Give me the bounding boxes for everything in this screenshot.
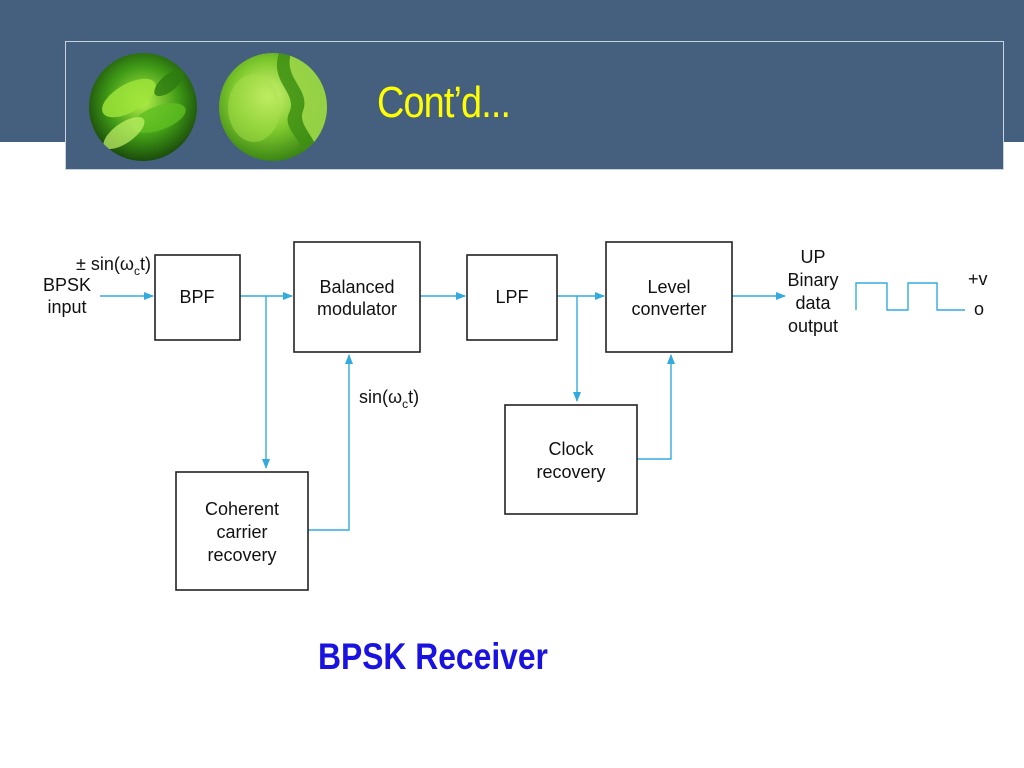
carrier-label-line2: carrier [216, 522, 267, 542]
output-label-line2: Binary [787, 270, 838, 290]
leaf-photo-right [219, 53, 327, 161]
level-low-label: o [974, 299, 984, 319]
level-high-label: +v [968, 269, 988, 289]
lpf-block [466, 254, 558, 341]
carrier-to-modulator-arrow [308, 354, 353, 531]
clock-label-line2: recovery [536, 462, 605, 482]
output-label-line1: UP [800, 247, 825, 267]
clock-to-level-arrow [637, 354, 675, 460]
input-signal-label: ± sin(ωct) [76, 254, 151, 278]
carrier-label-line3: recovery [207, 545, 276, 565]
output-waveform [855, 282, 965, 311]
bpf-block [154, 254, 241, 341]
balanced-modulator-block [293, 241, 421, 353]
clock-recovery-block [504, 404, 638, 515]
output-label-line4: output [788, 316, 838, 336]
bpf-label: BPF [179, 287, 214, 307]
level-converter-block [605, 241, 733, 353]
input-label-line2: input [47, 297, 86, 317]
slide-title: Cont’d... [377, 78, 511, 127]
carrier-signal-label: sin(ωct) [359, 387, 419, 411]
lpf-label: LPF [495, 287, 528, 307]
clock-label-line1: Clock [548, 439, 594, 459]
modulator-label-line2: modulator [317, 299, 397, 319]
diagram-caption: BPSK Receiver [318, 636, 548, 677]
modulator-label-line1: Balanced [319, 277, 394, 297]
output-label-line3: data [795, 293, 831, 313]
carrier-recovery-block [175, 471, 309, 591]
leaf-photo-left [89, 53, 197, 161]
level-label-line1: Level [647, 277, 690, 297]
level-label-line2: converter [631, 299, 706, 319]
carrier-label-line1: Coherent [205, 499, 279, 519]
input-label-line1: BPSK [43, 275, 91, 295]
